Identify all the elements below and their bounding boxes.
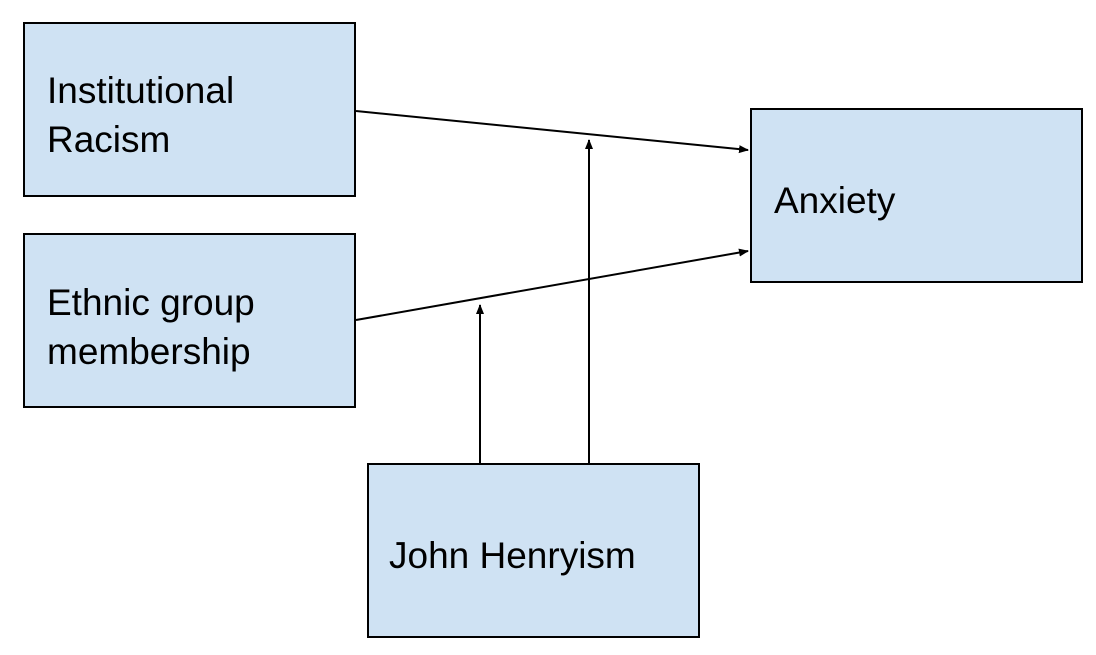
node-ethnic-group-membership: Ethnic group membership [23, 233, 356, 408]
node-anxiety: Anxiety [750, 108, 1083, 283]
node-label-john-henryism: John Henryism [389, 535, 636, 576]
node-label-ethnic-group-membership: Ethnic group membership [47, 282, 255, 372]
arrow-ethnic-to-anxiety [355, 248, 749, 321]
node-institutional-racism: Institutional Racism [23, 22, 356, 197]
node-john-henryism: John Henryism [367, 463, 700, 638]
arrow-racism-to-anxiety [355, 110, 749, 154]
node-label-institutional-racism: Institutional Racism [47, 70, 235, 160]
node-label-anxiety: Anxiety [774, 180, 896, 221]
